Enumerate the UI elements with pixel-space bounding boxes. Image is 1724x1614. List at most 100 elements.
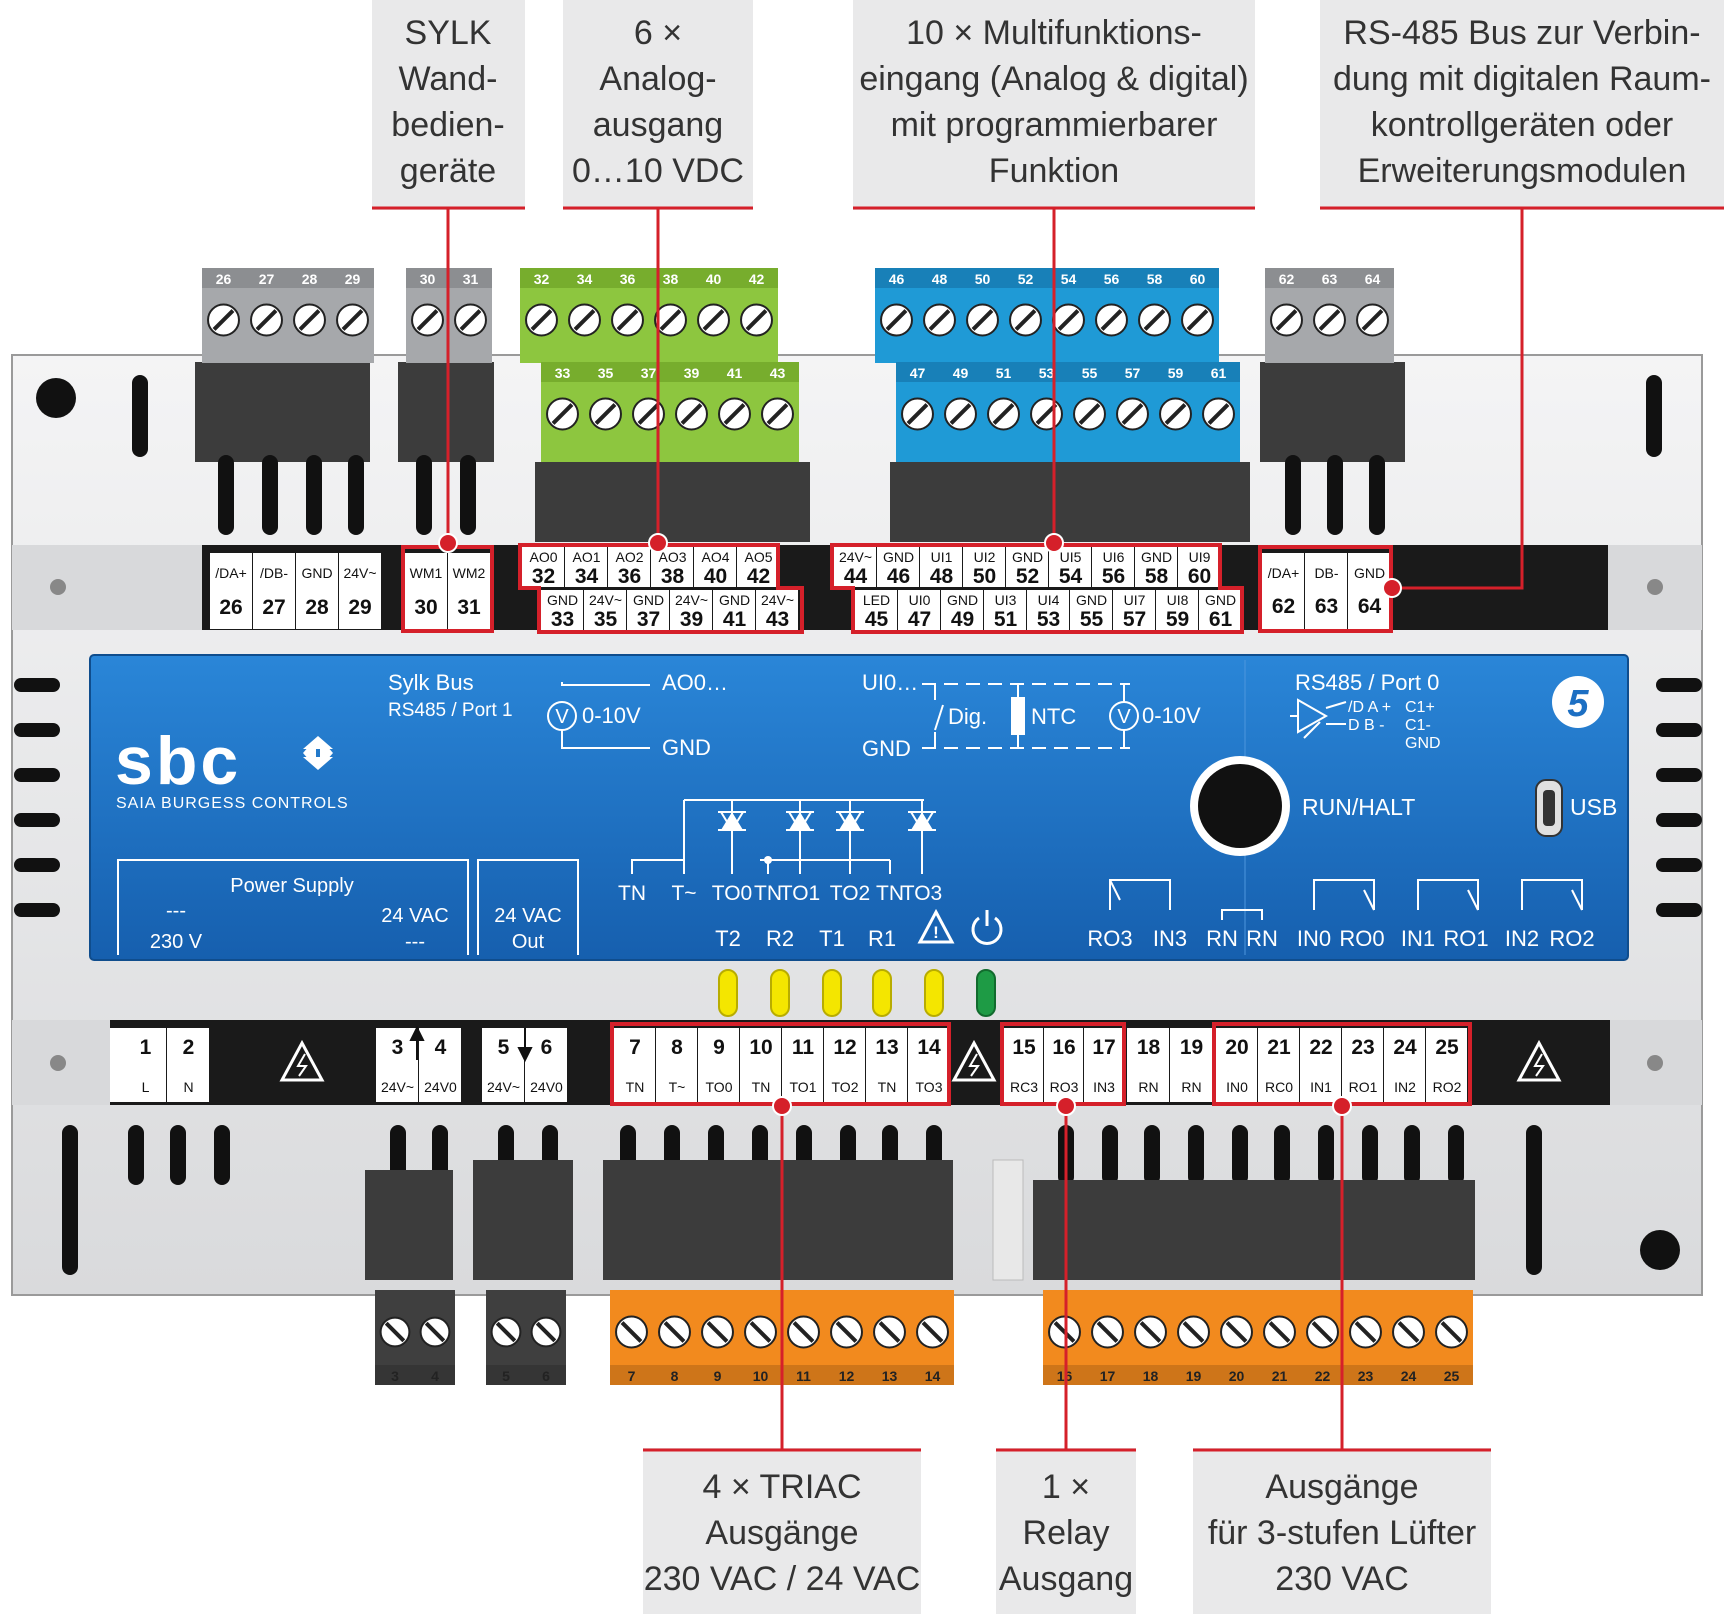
- screw-icon[interactable]: [787, 1315, 820, 1349]
- relay-label: IN0: [1297, 926, 1331, 951]
- screw-icon[interactable]: [1138, 303, 1171, 337]
- screw-icon[interactable]: [761, 397, 794, 431]
- screw-icon[interactable]: [490, 1316, 522, 1348]
- screw-icon[interactable]: [740, 303, 773, 337]
- connector-header: [520, 268, 778, 288]
- screw-icon[interactable]: [1356, 303, 1389, 337]
- screw-icon[interactable]: [654, 303, 687, 337]
- screw-icon[interactable]: [411, 303, 444, 337]
- screw-icon[interactable]: [1030, 397, 1063, 431]
- usb-port[interactable]: [1535, 779, 1563, 837]
- connector-pin-number: 55: [1082, 365, 1098, 381]
- screw-icon[interactable]: [546, 397, 579, 431]
- screw-icon[interactable]: [675, 397, 708, 431]
- screw-icon[interactable]: [1009, 303, 1042, 337]
- terminal-label: 24V~: [675, 592, 708, 608]
- screw-icon[interactable]: [718, 397, 751, 431]
- svg-text:C1+: C1+: [1405, 699, 1435, 716]
- connector-pin-number: 38: [663, 271, 679, 287]
- screw-icon[interactable]: [1073, 397, 1106, 431]
- screw-icon[interactable]: [1263, 1315, 1296, 1349]
- terminal-label: 24V0: [530, 1079, 563, 1095]
- screw-icon[interactable]: [1181, 303, 1214, 337]
- connector-pin-number: 5: [502, 1368, 510, 1384]
- screw-icon[interactable]: [916, 1315, 949, 1349]
- screw-icon[interactable]: [530, 1316, 562, 1348]
- svg-text:31: 31: [457, 596, 481, 619]
- terminal-number: 17: [1092, 1036, 1115, 1059]
- terminal-number: 49: [951, 608, 974, 631]
- screw-icon[interactable]: [744, 1315, 777, 1349]
- screw-icon[interactable]: [830, 1315, 863, 1349]
- screw-icon[interactable]: [615, 1315, 648, 1349]
- screw-icon[interactable]: [293, 303, 326, 337]
- connector-pin-number: 21: [1272, 1368, 1288, 1384]
- connector-pin-number: 13: [882, 1368, 898, 1384]
- connector-pin-number: 24: [1401, 1368, 1417, 1384]
- screw-icon[interactable]: [1392, 1315, 1425, 1349]
- terminal-number: 62: [1272, 595, 1295, 618]
- svg-text:WM2: WM2: [453, 565, 486, 581]
- relay-label: IN3: [1153, 926, 1187, 951]
- screw-icon[interactable]: [658, 1315, 691, 1349]
- screw-icon[interactable]: [1177, 1315, 1210, 1349]
- svg-text:eingang (Analog & digital): eingang (Analog & digital): [859, 60, 1248, 98]
- screw-icon[interactable]: [632, 397, 665, 431]
- screw-icon[interactable]: [697, 303, 730, 337]
- screw-icon[interactable]: [1202, 397, 1235, 431]
- screw-icon[interactable]: [250, 303, 283, 337]
- terminal-label: TO0: [706, 1079, 733, 1095]
- svg-text:Ausgang: Ausgang: [999, 1560, 1133, 1598]
- ui-schematic: [922, 683, 1139, 749]
- screw-icon[interactable]: [419, 1316, 451, 1348]
- screw-icon[interactable]: [987, 397, 1020, 431]
- svg-text:Out: Out: [512, 931, 545, 953]
- svg-text:bedien-: bedien-: [391, 106, 504, 144]
- svg-text:Dig.: Dig.: [948, 704, 987, 729]
- svg-text:SYLK: SYLK: [405, 14, 492, 52]
- screw-icon[interactable]: [1134, 1315, 1167, 1349]
- terminal-label: UI6: [1103, 549, 1125, 565]
- screw-icon[interactable]: [1270, 303, 1303, 337]
- screw-icon[interactable]: [901, 397, 934, 431]
- svg-text:V: V: [555, 706, 569, 728]
- screw-icon[interactable]: [873, 1315, 906, 1349]
- run-halt-button[interactable]: [1190, 756, 1290, 856]
- terminal-number: 42: [747, 565, 770, 588]
- screw-icon[interactable]: [379, 1316, 411, 1348]
- screw-icon[interactable]: [880, 303, 913, 337]
- screw-icon[interactable]: [1159, 397, 1192, 431]
- svg-text:26: 26: [219, 596, 242, 619]
- screw-icon[interactable]: [1306, 1315, 1339, 1349]
- screw-icon[interactable]: [1220, 1315, 1253, 1349]
- terminal-label: L: [142, 1079, 150, 1095]
- screw-icon[interactable]: [1095, 303, 1128, 337]
- connector-pin-number: 54: [1061, 271, 1077, 287]
- screw-icon[interactable]: [1116, 397, 1149, 431]
- screw-icon[interactable]: [611, 303, 644, 337]
- screw-icon[interactable]: [525, 303, 558, 337]
- screw-icon[interactable]: [1435, 1315, 1468, 1349]
- screw-icon[interactable]: [568, 303, 601, 337]
- terminal-label: UI3: [995, 592, 1017, 608]
- screw-icon[interactable]: [1313, 303, 1346, 337]
- screw-icon[interactable]: [1091, 1315, 1124, 1349]
- screw-icon[interactable]: [336, 303, 369, 337]
- screw-icon[interactable]: [1349, 1315, 1382, 1349]
- screw-icon[interactable]: [454, 303, 487, 337]
- terminal-label: IN0: [1226, 1079, 1248, 1095]
- screw-icon[interactable]: [589, 397, 622, 431]
- screw-icon[interactable]: [923, 303, 956, 337]
- screw-icon[interactable]: [701, 1315, 734, 1349]
- screw-icon[interactable]: [1052, 303, 1085, 337]
- connector-pin-number: 20: [1229, 1368, 1245, 1384]
- screw-icon[interactable]: [207, 303, 240, 337]
- screw-icon[interactable]: [966, 303, 999, 337]
- screw-icon[interactable]: [944, 397, 977, 431]
- terminal-number: 15: [1012, 1036, 1036, 1059]
